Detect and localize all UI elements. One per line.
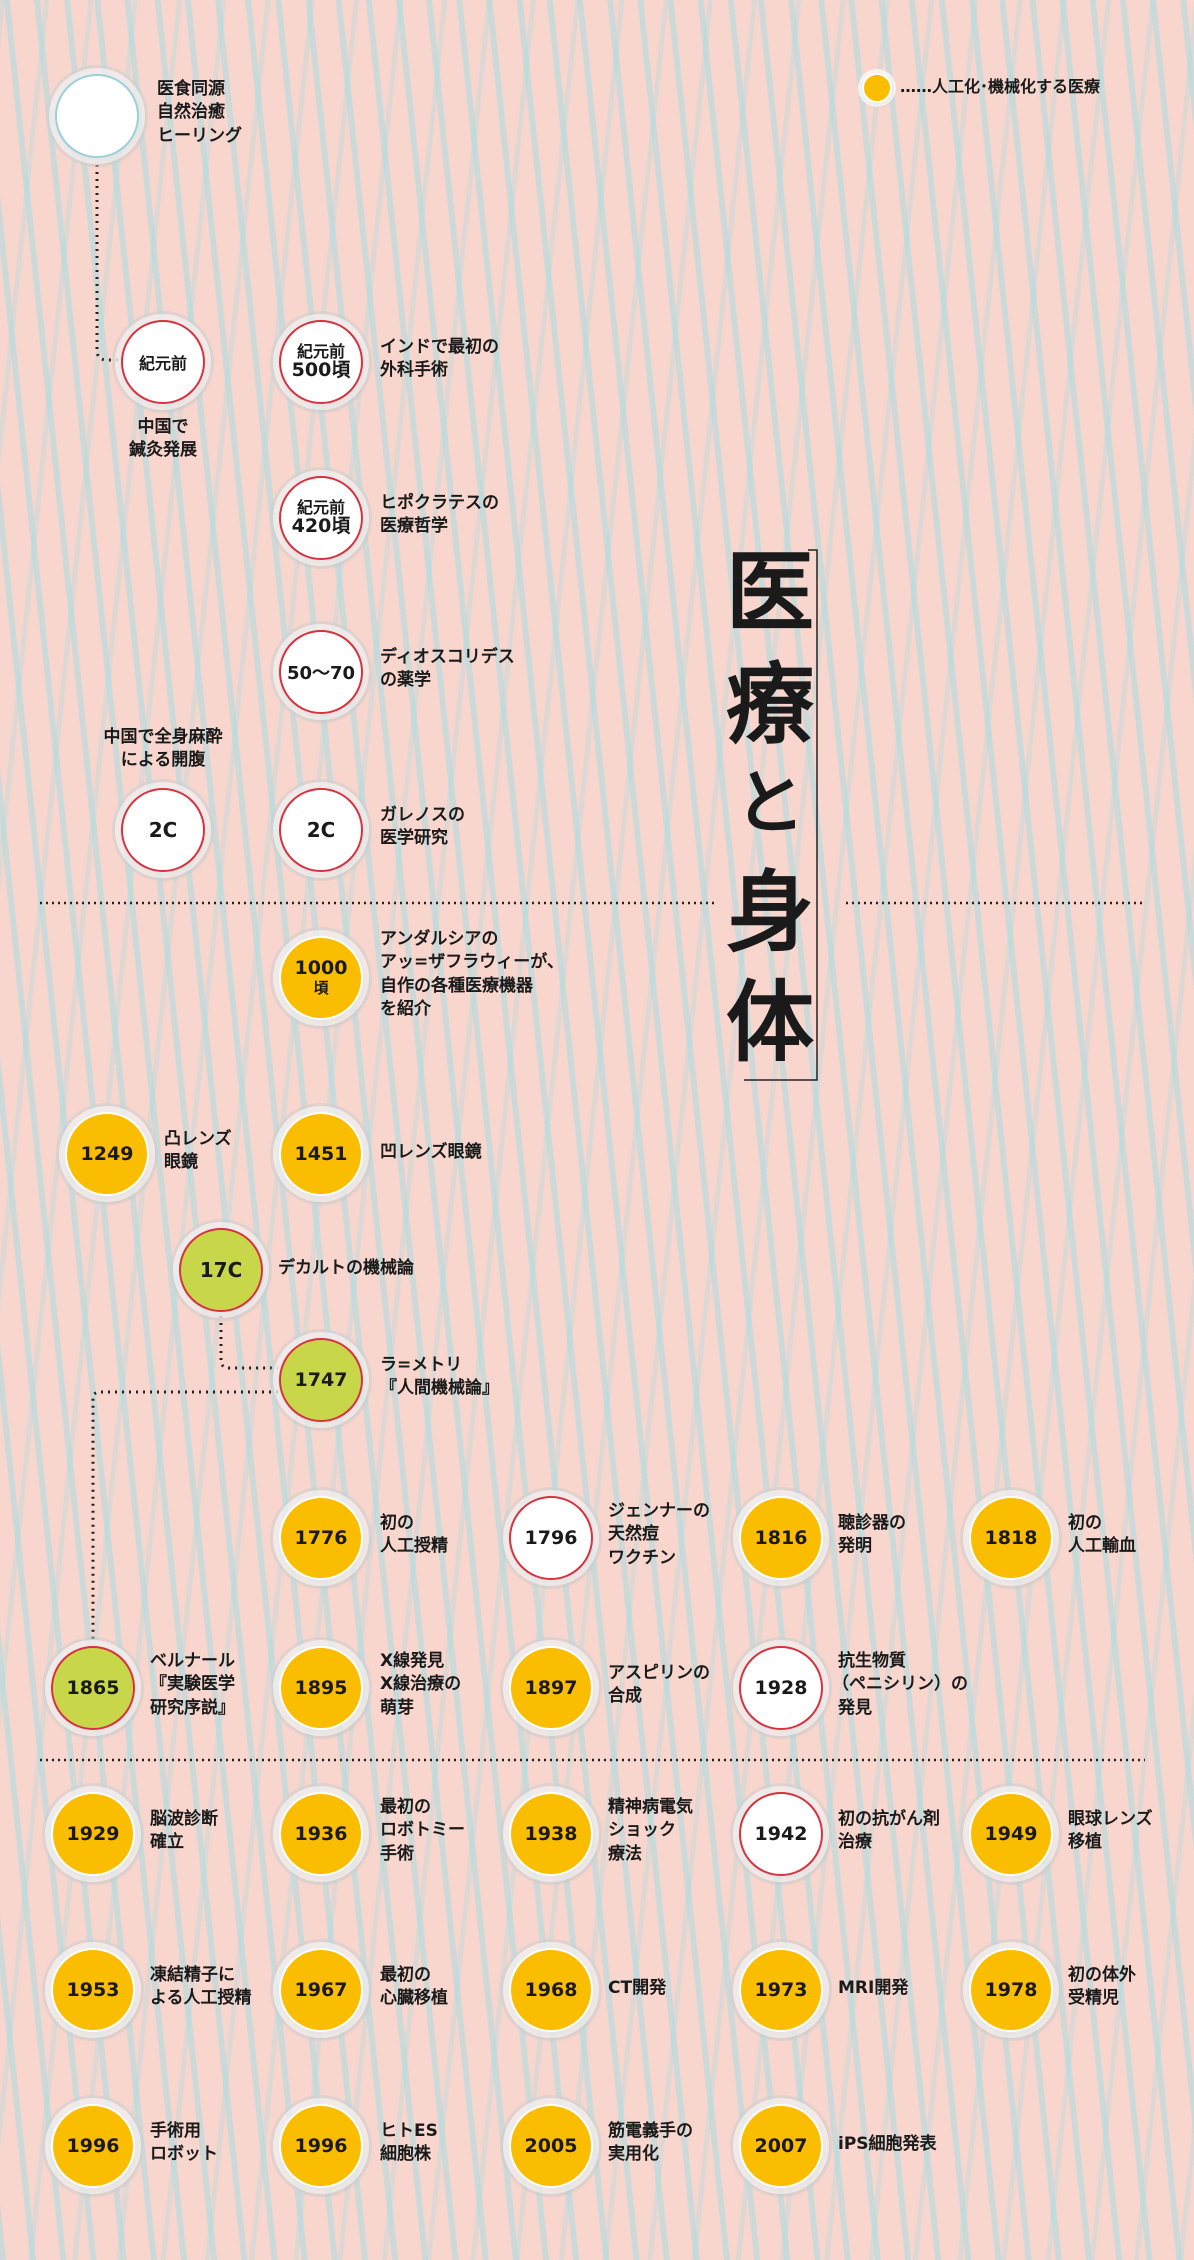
year-circle: 1897	[509, 1646, 593, 1730]
title-char: と	[735, 761, 805, 844]
year-circle: 2007	[739, 2104, 823, 2188]
year-circle: 1776	[279, 1496, 363, 1580]
year-circle: 1996	[279, 2104, 363, 2188]
node-desc: 聴診器の発明	[838, 1513, 906, 1557]
title-bracket	[744, 549, 818, 1081]
year-circle: 1451	[279, 1112, 363, 1196]
year-circle: 1949	[969, 1792, 1053, 1876]
legend-label: ……人工化･機械化する医療	[900, 77, 1101, 96]
node-desc: 初の抗がん剤治療	[838, 1809, 940, 1853]
node-desc: 凸レンズ眼鏡	[164, 1129, 232, 1173]
year-circle: 1953	[51, 1948, 135, 2032]
title-char: 医	[725, 540, 814, 644]
year-circle: 1968	[509, 1948, 593, 2032]
origin-circle	[55, 74, 139, 158]
year-circle: 1249	[65, 1112, 149, 1196]
connector-1747-to-1865	[91, 1390, 278, 1640]
year-circle: 1796	[509, 1496, 593, 1580]
year-circle: 1973	[739, 1948, 823, 2032]
node-desc: アンダルシアのアッ=ザフラウィーが、自作の各種医療機器を紹介	[380, 929, 564, 1020]
node-desc: ラ=メトリ『人間機械論』	[380, 1355, 499, 1399]
year-circle: 2C	[279, 788, 363, 872]
node-desc: インドで最初の外科手術	[380, 337, 499, 381]
node-desc: 抗生物質（ペニシリン）の発見	[832, 1651, 968, 1718]
node-desc: 凹レンズ眼鏡	[380, 1142, 482, 1162]
node-desc: iPS細胞発表	[838, 2134, 937, 2154]
year-circle: 1747	[279, 1338, 363, 1422]
year-circle: 17C	[179, 1228, 263, 1312]
node-desc: 精神病電気ショック療法	[608, 1797, 693, 1864]
title-char: 療	[725, 652, 814, 756]
year-circle: 1936	[279, 1792, 363, 1876]
year-circle: 1895	[279, 1646, 363, 1730]
node-desc: 初の人工輸血	[1068, 1513, 1136, 1557]
year-circle: 紀元前	[121, 320, 205, 404]
node-desc: 脳波診断確立	[150, 1809, 218, 1853]
node-desc: 初の体外受精児	[1068, 1965, 1136, 2009]
year-circle: 1865	[51, 1646, 135, 1730]
year-circle: 1942	[739, 1792, 823, 1876]
legend-marker	[862, 73, 892, 103]
node-desc: 眼球レンズ移植	[1068, 1809, 1153, 1853]
year-circle: 1928	[739, 1646, 823, 1730]
year-circle: 1996	[51, 2104, 135, 2188]
year-circle: 1929	[51, 1792, 135, 1876]
connector-origin-to-bc	[95, 165, 118, 362]
origin-desc: 医食同源自然治癒ヒーリング	[157, 79, 242, 146]
node-desc: 筋電義手の実用化	[608, 2121, 693, 2165]
connector-17c-to-1747	[219, 1316, 278, 1370]
node-desc: ガレノスの医学研究	[380, 805, 465, 849]
title-char: 身	[725, 860, 814, 964]
year-circle: 1938	[509, 1792, 593, 1876]
node-desc: 凍結精子による人工授精	[150, 1965, 252, 2009]
node-desc: CT開発	[608, 1978, 667, 1998]
year-circle: 1978	[969, 1948, 1053, 2032]
year-circle: 1816	[739, 1496, 823, 1580]
title-char: 体	[725, 970, 814, 1074]
node-desc: ベルナール『実験医学研究序説』	[150, 1651, 235, 1718]
node-desc: 中国で鍼灸発展	[129, 417, 197, 461]
node-desc: 初の人工授精	[380, 1513, 448, 1557]
node-desc: 最初の心臓移植	[380, 1965, 448, 2009]
year-circle: 1818	[969, 1496, 1053, 1580]
node-desc: 最初のロボトミー手術	[380, 1797, 465, 1864]
node-desc: アスピリンの合成	[608, 1663, 710, 1707]
node-desc: 中国で全身麻酔による開腹	[103, 727, 223, 771]
node-desc: 手術用ロボット	[150, 2121, 218, 2165]
year-circle: 2005	[509, 2104, 593, 2188]
node-desc: ジェンナーの天然痘ワクチン	[608, 1501, 710, 1568]
node-desc: ヒポクラテスの医療哲学	[380, 493, 499, 537]
node-desc: ディオスコリデスの薬学	[380, 647, 515, 691]
year-circle: 1967	[279, 1948, 363, 2032]
node-desc: MRI開発	[838, 1978, 909, 1998]
year-circle: 2C	[121, 788, 205, 872]
node-desc: デカルトの機械論	[278, 1258, 414, 1278]
year-circle: 50〜70	[279, 630, 363, 714]
